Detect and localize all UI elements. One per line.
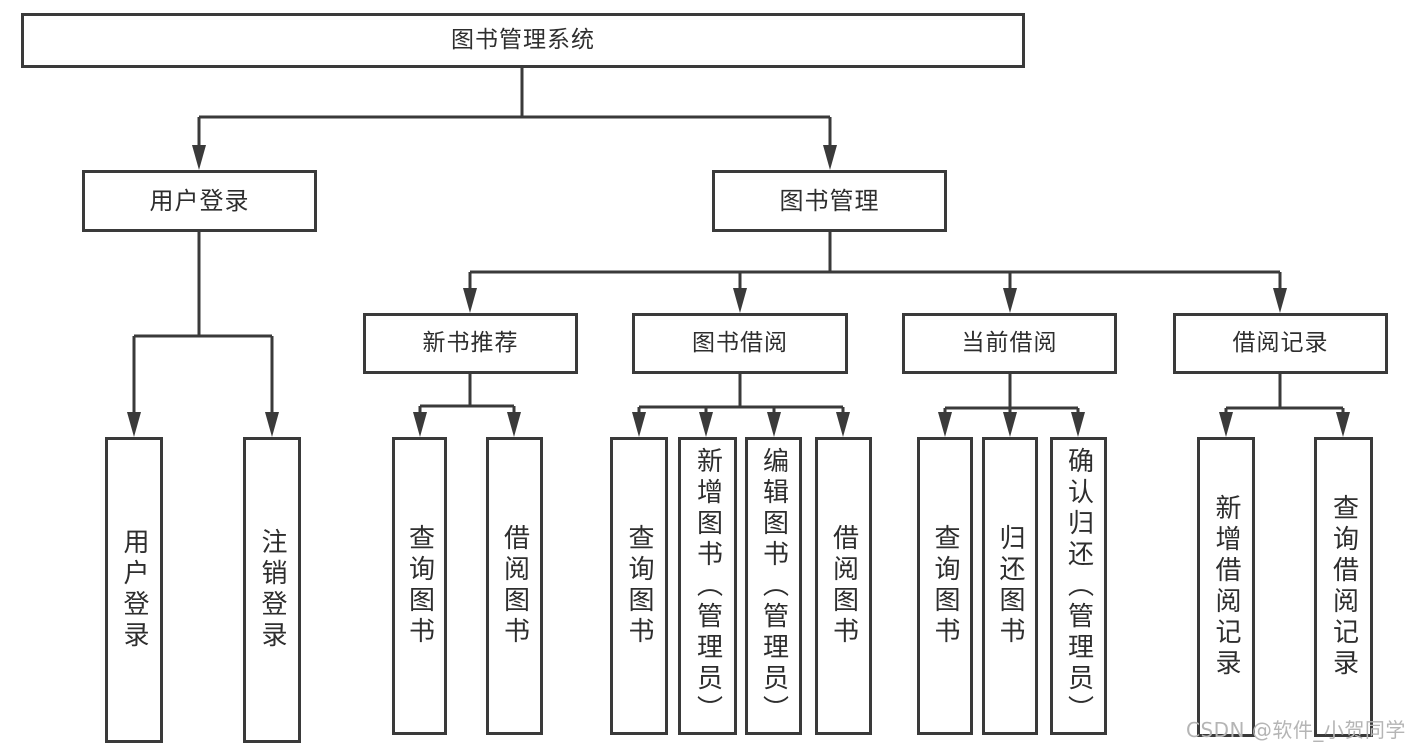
arrow-down-icon: [733, 288, 747, 313]
leaf-user-login: 用户登录: [105, 437, 163, 743]
arrow-down-icon: [127, 412, 141, 437]
arrow-down-icon: [1336, 412, 1350, 437]
leaf-borrow-books-recommend: 借阅图书: [486, 437, 543, 735]
arrow-down-icon: [1003, 412, 1017, 437]
arrow-down-icon: [507, 412, 521, 437]
leaf-query-books-current: 查询图书: [917, 437, 973, 735]
node-user-login: 用户登录: [82, 170, 317, 232]
leaf-query-books-recommend: 查询图书: [392, 437, 447, 735]
leaf-borrow-books: 借阅图书: [815, 437, 872, 735]
arrow-down-icon: [699, 412, 713, 437]
arrow-down-icon: [836, 412, 850, 437]
leaf-edit-books-admin: 编辑图书（管理员）: [745, 437, 802, 735]
node-current-borrow: 当前借阅: [902, 313, 1117, 374]
leaf-return-books: 归还图书: [982, 437, 1038, 735]
edge-root-to-level2: [197, 68, 832, 164]
edge-book-management-branch: [468, 232, 1282, 307]
node-book-borrow: 图书借阅: [632, 313, 848, 374]
leaf-add-borrow-record: 新增借阅记录: [1197, 437, 1255, 737]
arrow-down-icon: [1219, 412, 1233, 437]
arrow-down-icon: [938, 412, 952, 437]
leaf-confirm-return-admin: 确认归还（管理员）: [1050, 437, 1107, 735]
leaf-query-books-borrow: 查询图书: [610, 437, 668, 735]
node-root: 图书管理系统: [21, 13, 1025, 68]
edge-new-book-recommend-branch: [418, 373, 516, 430]
leaf-query-borrow-record: 查询借阅记录: [1314, 437, 1373, 737]
arrow-down-icon: [823, 145, 837, 170]
arrow-down-icon: [463, 288, 477, 313]
arrow-down-icon: [413, 412, 427, 437]
arrow-down-icon: [632, 412, 646, 437]
csdn-watermark: CSDN @软件_小贺同学: [1186, 718, 1405, 742]
arrow-down-icon: [192, 145, 206, 170]
edge-borrow-records-branch: [1224, 373, 1345, 430]
arrow-down-icon: [1273, 288, 1287, 313]
edge-user-login-branch: [132, 232, 274, 430]
leaf-logout: 注销登录: [243, 437, 301, 743]
node-book-management: 图书管理: [712, 170, 947, 232]
arrowheads: [127, 145, 1350, 437]
arrow-down-icon: [767, 412, 781, 437]
node-borrow-records: 借阅记录: [1173, 313, 1388, 374]
arrow-down-icon: [1003, 288, 1017, 313]
leaf-add-books-admin: 新增图书（管理员）: [678, 437, 737, 735]
arrow-down-icon: [1071, 412, 1085, 437]
edge-book-borrow-branch: [637, 373, 845, 430]
arrow-down-icon: [265, 412, 279, 437]
node-new-book-recommend: 新书推荐: [363, 313, 578, 374]
